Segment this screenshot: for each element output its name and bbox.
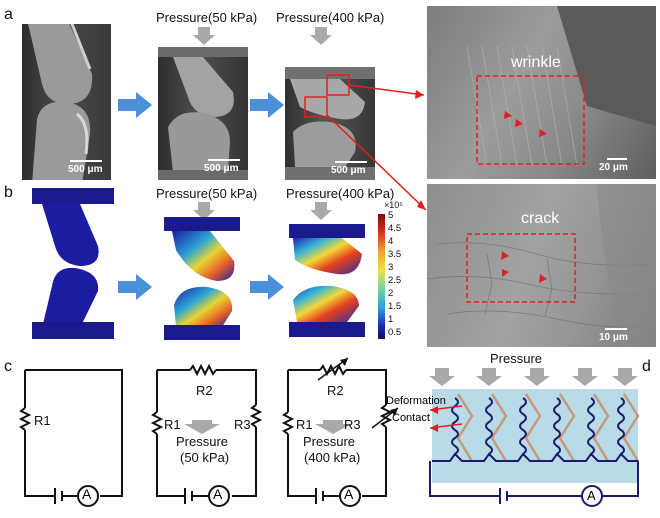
arrow-right-icon [250, 274, 284, 300]
sem-zoom-wrinkle: wrinkle 20 μm [427, 6, 656, 179]
scale-bar [208, 159, 240, 161]
pressure-arrow-down-icon [193, 27, 215, 45]
resistor-label-r2: R2 [196, 383, 213, 398]
scale-bar [605, 328, 627, 330]
pressure-label-400: Pressure(400 kPa) [276, 10, 385, 25]
colorbar-tick: 3 [388, 262, 394, 273]
fem-model-400kpa [289, 224, 365, 337]
pressure-title: Pressure [490, 351, 543, 366]
pressure-label-50: Pressure(50 kPa) [156, 186, 258, 201]
scale-bar [335, 161, 367, 163]
sem-pillars-drawing [285, 67, 375, 180]
colorbar-tick: 4.5 [388, 223, 402, 234]
ammeter-label: A [82, 486, 92, 502]
sem-image-400kpa: 500 μm [285, 67, 375, 180]
resistor-label-r2: R2 [327, 383, 344, 398]
colorbar-tick: 4 [388, 236, 394, 247]
wrinkle-texture [466, 6, 656, 167]
panel-label-b: b [4, 184, 13, 201]
pressure-arrow-down-icon [310, 202, 332, 220]
ammeter-label: A [587, 488, 596, 503]
pressure-value: (400 kPa) [304, 450, 361, 465]
scale-label: 500 μm [68, 164, 103, 175]
deformation-label: Deformation [386, 395, 446, 407]
scale-bar [607, 158, 627, 160]
panel-label-d: d [642, 358, 651, 375]
pressure-text: Pressure [303, 434, 356, 449]
arrow-right-icon [250, 92, 284, 118]
scale-label: 500 μm [204, 163, 239, 174]
crack-texture [427, 184, 656, 347]
pressure-label-400: Pressure(400 kPa) [286, 186, 395, 201]
ammeter-label: A [213, 486, 223, 502]
fem-model-initial [32, 188, 114, 339]
wrinkle-label: wrinkle [511, 54, 561, 71]
scale-label: 10 μm [599, 332, 628, 343]
pressure-arrow-down-icon [193, 202, 215, 220]
scale-bar [70, 160, 102, 162]
colorbar-tick: 2.5 [388, 275, 402, 286]
arrow-right-icon [118, 92, 152, 118]
panel-label-c: c [4, 358, 12, 375]
colorbar-tick: 1 [388, 314, 394, 325]
resistor-label-r3: R3 [234, 417, 251, 432]
colorbar-tick: 3.5 [388, 249, 402, 260]
sem-image-50kpa: 500 μm [158, 47, 248, 180]
colorbar [378, 214, 385, 339]
sem-zoom-crack: crack 10 μm [427, 184, 656, 347]
resistor-label-r1: R1 [296, 417, 313, 432]
sem-pillars-drawing [158, 47, 248, 180]
crack-label: crack [521, 210, 560, 227]
circuit-diagrams [18, 357, 399, 507]
resistor-label-r1: R1 [164, 417, 181, 432]
resistor-label-r3: R3 [344, 417, 361, 432]
panel-label-a: a [4, 6, 13, 23]
scale-label: 20 μm [599, 162, 628, 173]
colorbar-tick: 5 [388, 210, 394, 221]
ammeter-label: A [344, 486, 354, 502]
colorbar-exponent: ×10⁵ [384, 200, 403, 210]
colorbar-tick: 0.5 [388, 327, 402, 338]
pressure-label-50: Pressure(50 kPa) [156, 10, 258, 25]
colorbar-ticks: 5 4.5 4 3.5 3 2.5 2 1.5 1 0.5 [388, 210, 412, 338]
fem-model-50kpa [164, 217, 240, 340]
pressure-value: (50 kPa) [180, 450, 230, 465]
pressure-text: Pressure [176, 434, 229, 449]
contact-label: Contact [392, 412, 430, 424]
arrow-right-icon [118, 274, 152, 300]
sensor-device-diagram [429, 368, 640, 507]
pressure-arrow-down-icon [310, 27, 332, 45]
sem-pillars-drawing [28, 24, 93, 180]
scale-label: 500 μm [331, 165, 366, 176]
sem-image-initial: 500 μm [22, 24, 111, 180]
colorbar-tick: 1.5 [388, 301, 402, 312]
colorbar-tick: 2 [388, 288, 394, 299]
resistor-label-r1: R1 [34, 413, 51, 428]
